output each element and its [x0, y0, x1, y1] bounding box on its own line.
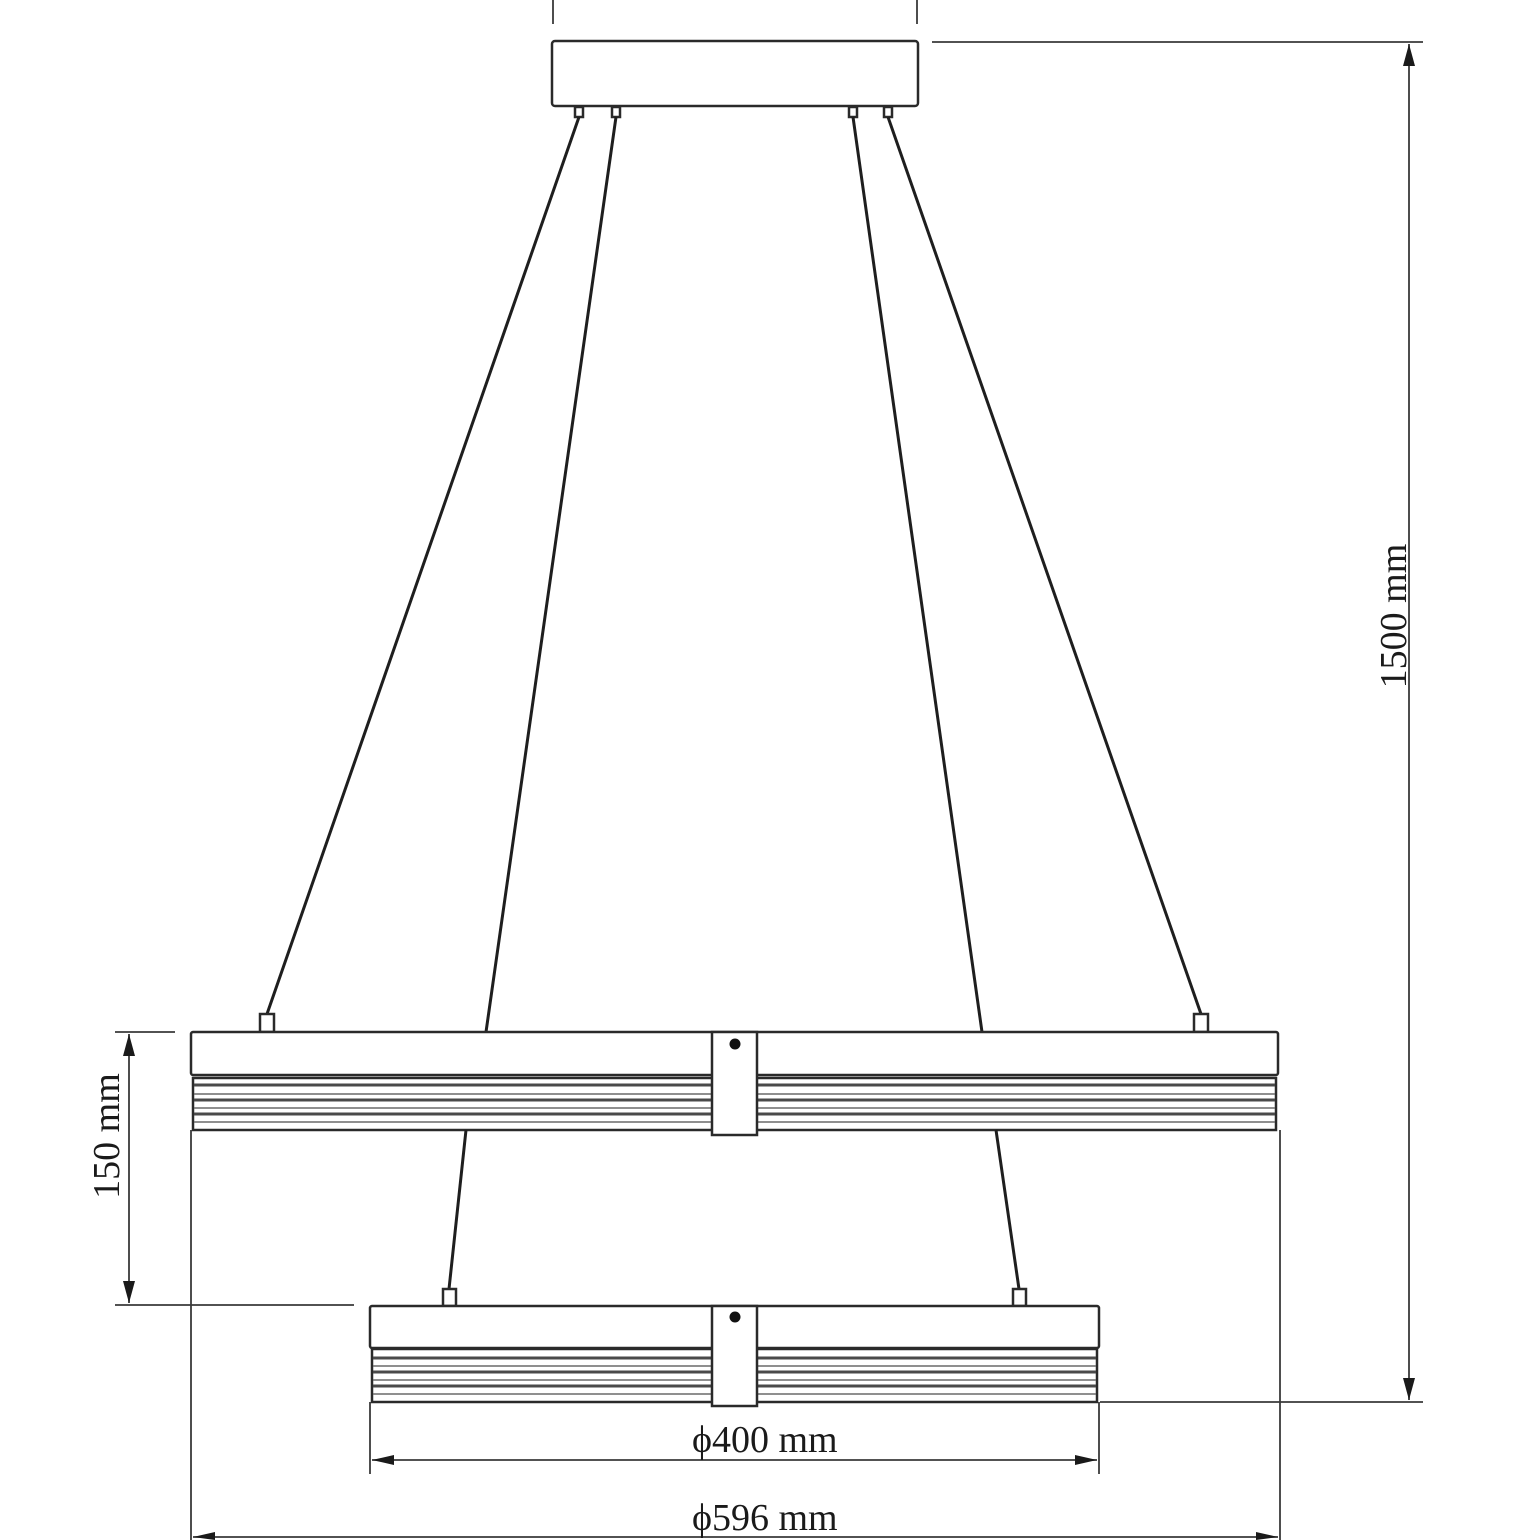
diameter-extension-lines	[190, 1130, 1281, 1540]
suspension-cables	[265, 116, 1203, 1033]
dimension-total-height	[932, 41, 1423, 1403]
outer-ring	[189, 1012, 1280, 1137]
dimension-ring-spacing	[115, 1031, 354, 1306]
total-height-label: 1500 mm	[1373, 543, 1415, 689]
dimension-outer-diameter	[193, 1532, 1278, 1540]
outer-diameter-label: ϕ596 mm	[692, 1497, 838, 1539]
ceiling-canopy	[550, 0, 920, 119]
ring-spacing-label: 150 mm	[86, 1073, 128, 1199]
inner-diameter-label: ϕ400 mm	[692, 1419, 838, 1461]
inner-ring	[368, 1287, 1101, 1408]
inter-ring-cables	[447, 1129, 1021, 1290]
dimension-inner-diameter	[372, 1455, 1097, 1465]
